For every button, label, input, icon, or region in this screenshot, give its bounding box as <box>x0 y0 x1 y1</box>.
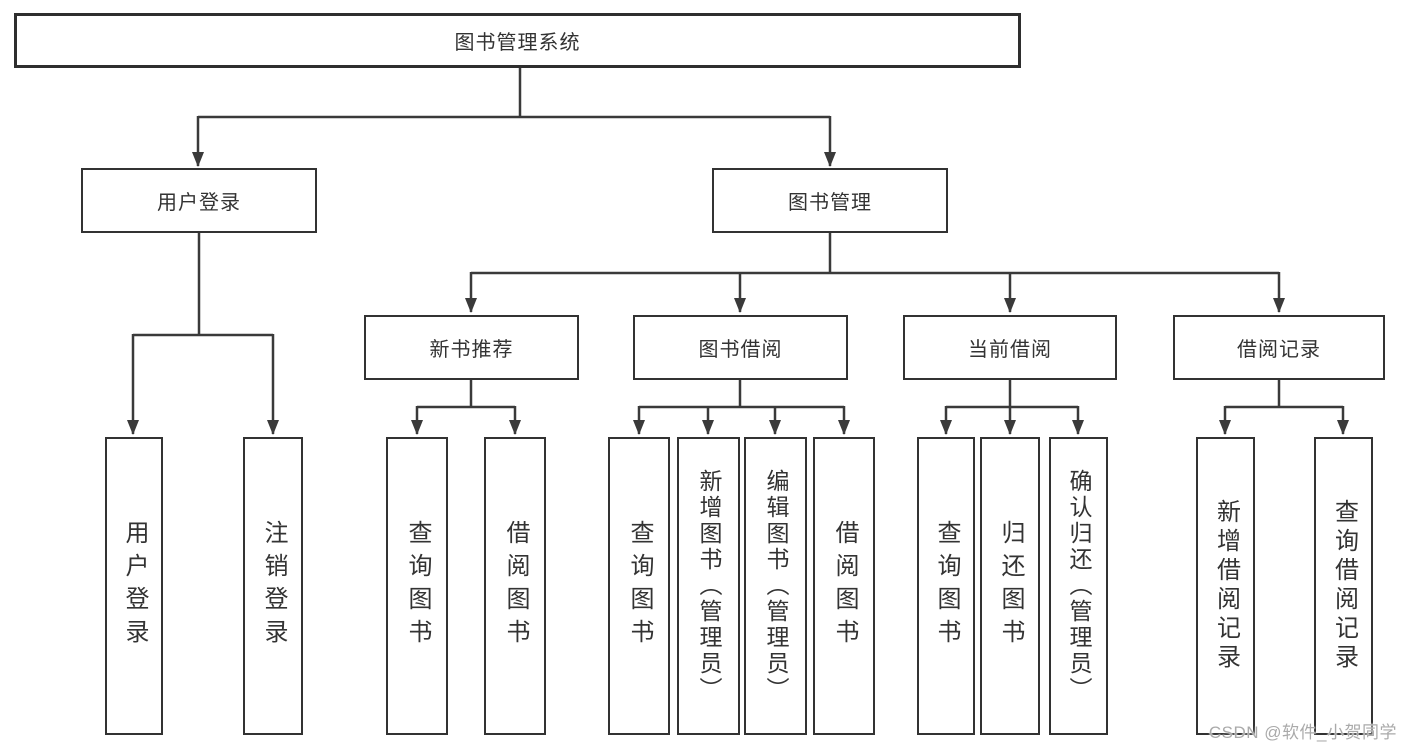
leaf-return-book: 归还图书 <box>980 437 1040 735</box>
leaf-borrow-book-label: 借阅图书 <box>831 520 858 652</box>
leaf-confirm-return-admin: 确认归还（管理员） <box>1049 437 1108 735</box>
leaf-user-login-label: 用户登录 <box>121 520 148 652</box>
leaf-edit-book-admin: 编辑图书（管理员） <box>744 437 807 735</box>
leaf-edit-book-admin-label: 编辑图书（管理员） <box>763 469 789 703</box>
leaf-query-borrow-record: 查询借阅记录 <box>1314 437 1373 735</box>
csdn-watermark: CSDN @软件_小贺同学 <box>1208 723 1397 742</box>
node-book-borrow: 图书借阅 <box>633 315 848 380</box>
leaf-logout: 注销登录 <box>243 437 303 735</box>
leaf-query-book-borrow: 查询图书 <box>608 437 670 735</box>
leaf-query-borrow-record-label: 查询借阅记录 <box>1330 499 1358 673</box>
leaf-logout-label: 注销登录 <box>260 520 287 652</box>
node-user-login: 用户登录 <box>81 168 317 233</box>
leaf-query-book-borrow-label: 查询图书 <box>626 520 653 652</box>
node-borrow-record: 借阅记录 <box>1173 315 1385 380</box>
leaf-user-login: 用户登录 <box>105 437 163 735</box>
leaf-add-borrow-record: 新增借阅记录 <box>1196 437 1255 735</box>
leaf-confirm-return-admin-label: 确认归还（管理员） <box>1066 469 1092 703</box>
node-new-book-recommend: 新书推荐 <box>364 315 579 380</box>
node-book-management: 图书管理 <box>712 168 948 233</box>
leaf-borrow-book-recommend-label: 借阅图书 <box>502 520 529 652</box>
leaf-borrow-book-recommend: 借阅图书 <box>484 437 546 735</box>
leaf-query-book-recommend-label: 查询图书 <box>404 520 431 652</box>
leaf-borrow-book: 借阅图书 <box>813 437 875 735</box>
leaf-query-book-recommend: 查询图书 <box>386 437 448 735</box>
leaf-add-book-admin-label: 新增图书（管理员） <box>696 469 722 703</box>
leaf-add-book-admin: 新增图书（管理员） <box>677 437 740 735</box>
node-current-borrow: 当前借阅 <box>903 315 1117 380</box>
leaf-query-book-current-label: 查询图书 <box>933 520 960 652</box>
leaf-query-book-current: 查询图书 <box>917 437 975 735</box>
leaf-add-borrow-record-label: 新增借阅记录 <box>1212 499 1240 673</box>
leaf-return-book-label: 归还图书 <box>997 520 1024 652</box>
node-library-management-system: 图书管理系统 <box>14 13 1021 68</box>
